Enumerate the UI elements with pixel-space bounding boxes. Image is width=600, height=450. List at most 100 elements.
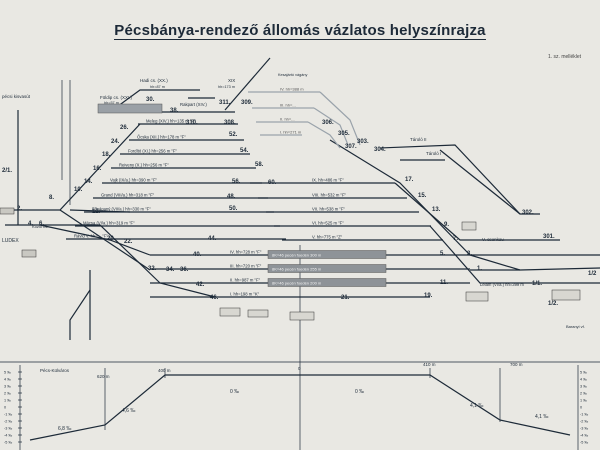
switch-number: 301. [543,234,555,240]
profile-label: 410 m [423,362,436,367]
ladder-left [5,224,216,298]
switch-number: 56. [232,179,241,185]
right-label: V. csonkav. [482,237,505,242]
switch-number: 54. [240,148,249,154]
track-label: Grand (VIII/a.) hh=318 m "F" [101,193,155,198]
switch-number: 2/1. [2,168,12,174]
profile-tick: -1 ‰ [580,413,588,417]
track-label: Fordító (XI.) hh=256 m "F" [128,149,177,154]
switch-number: 10. [74,187,83,193]
switch-number: 24. [111,139,120,145]
ladder-right [379,144,540,215]
profile-label: 620 m [97,374,110,379]
siding-label: I. hh=271 m [280,130,302,135]
switch-number: 14. [84,179,93,185]
profile-tick: 4 ‰ [4,378,11,382]
building [247,309,269,318]
switch-number: 311. [219,100,231,106]
track-label: Főváganý (VII/a.) hh=330 m "F" [92,207,151,212]
switch-number: 1/1. [532,281,542,287]
switch-number: 48. [227,194,236,200]
track-label: Reiveny (X.) hh=256 m "F" [119,163,169,168]
profile-tick: 4 ‰ [580,378,587,382]
grade-label: 6,8 ‰ [58,426,71,432]
switch-number: 6. [39,221,44,227]
siding-label: IV. hh=388 m [280,87,304,92]
building [465,291,489,302]
platform-label: 8K=46 pecén foedén 255 m [272,267,322,272]
track-label: Öcska (XII.) hh=178 m "F" [137,135,186,140]
siding-label: II. hh=... [280,117,295,122]
switch-number: 40. [193,252,202,258]
switch-number: 50. [229,206,238,212]
switch-number: 52. [229,132,238,138]
switch-number: 302. [522,210,534,216]
top-label: hh=57 m [104,101,119,105]
ladder-right [429,225,600,284]
track-label: II. hh=987 m "F" [230,278,261,283]
profile-tick: 5 ‰ [580,371,587,375]
switch-number: 2. [17,206,22,212]
freight-platform [97,103,163,114]
top-label: hh=173 m [218,85,235,89]
profile-tick: 1 ‰ [4,399,11,403]
switch-number: 304. [374,147,386,153]
siding-label: III. hh=... [280,103,296,108]
right-label: Lélam (VI/a.) hh=399 m [480,282,524,287]
right-label: Baranyi vf. [566,324,585,329]
rail-segment [69,209,131,213]
switch-number: 11. [440,280,448,286]
track-label: Rávid V. hh=... "F" [74,234,108,239]
right-label: Tároló I [426,151,441,156]
switch-number: 12. [92,209,101,215]
track-label: Meleg (XIV.) hh=135 m "F" [146,119,196,124]
profile-tick: 1 ‰ [580,399,587,403]
switch-number: 305. [338,131,350,137]
switch-number: 38. [170,108,179,114]
profile-tick: -5 ‰ [4,441,12,445]
switch-number: 303. [357,139,369,145]
siding-path [313,107,349,146]
track-label: IX. hh=486 m "F" [312,178,344,183]
siding-path [319,91,361,146]
annex-label: 1. sz. melléklet [548,54,582,60]
ladder-right [469,254,600,271]
building [219,307,241,317]
track-label: IV. hh=728 m "F" [230,250,262,255]
switch-number: 310. [186,120,198,126]
switch-number: 42. [196,282,205,288]
profile-tick: -4 ‰ [580,434,588,438]
profile-label: 400 m [158,368,171,373]
switch-number: 26. [120,125,129,131]
profile-tick: -3 ‰ [580,427,588,431]
switch-number: 60. [268,180,277,186]
branch-line [69,289,91,340]
building [0,207,15,215]
switch-number: 18. [102,152,111,158]
switch-number: 20. [107,236,116,242]
profile-tick: 2 ‰ [580,392,587,396]
grade-label: 4,6 ‰ [122,408,135,414]
switch-number: 1/2. [548,301,558,307]
building [551,289,581,301]
building [461,221,477,231]
switch-number: 1/2 [588,271,597,277]
profile-tick: -5 ‰ [580,441,588,445]
switch-number: 3. [467,251,472,257]
switch-number: 19. [424,293,433,299]
platform-box [267,250,387,259]
switch-number: 309. [241,100,253,106]
grade-label: 4,1 ‰ [535,414,548,420]
grade-label: 0 ‰ [230,389,239,395]
grade-label: 0 ‰ [355,389,364,395]
switch-number: 8. [49,195,54,201]
switch-number: 32. [148,266,157,272]
switch-number: 13. [432,207,441,213]
switch-number: 1. [477,266,482,272]
ladder-left [59,209,151,271]
profile-tick: -1 ‰ [4,413,12,417]
switch-number: 5. [440,251,445,257]
switch-number: 7. [453,236,458,242]
profile-line [29,374,571,441]
